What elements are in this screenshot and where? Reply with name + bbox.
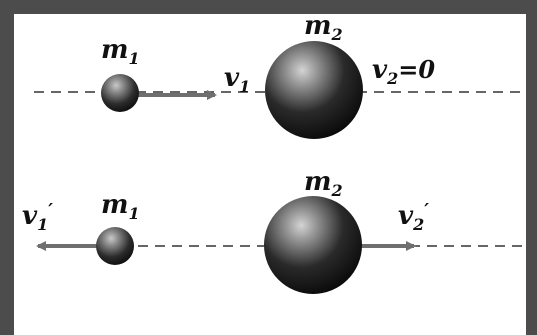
v1-prime-label: v1′ [22, 200, 53, 234]
m2-label-before: m2 [304, 11, 343, 44]
m1-ball-before [101, 74, 139, 112]
figure-panel [14, 14, 526, 335]
m2-ball-after [264, 196, 362, 294]
m1-label-after: m1 [101, 190, 140, 223]
m2-label-after: m2 [304, 167, 343, 200]
after-collision: m1 m2 v1′ v2′ [22, 167, 522, 294]
v2-label: v2=0 [372, 55, 435, 88]
m1-label-before: m1 [101, 35, 140, 68]
v1-label: v1 [224, 63, 250, 96]
m2-ball-before [265, 41, 363, 139]
m1-ball-after [96, 227, 134, 265]
v2-prime-label: v2′ [398, 200, 429, 234]
before-collision: m1 m2 v1 v2=0 [34, 11, 522, 139]
